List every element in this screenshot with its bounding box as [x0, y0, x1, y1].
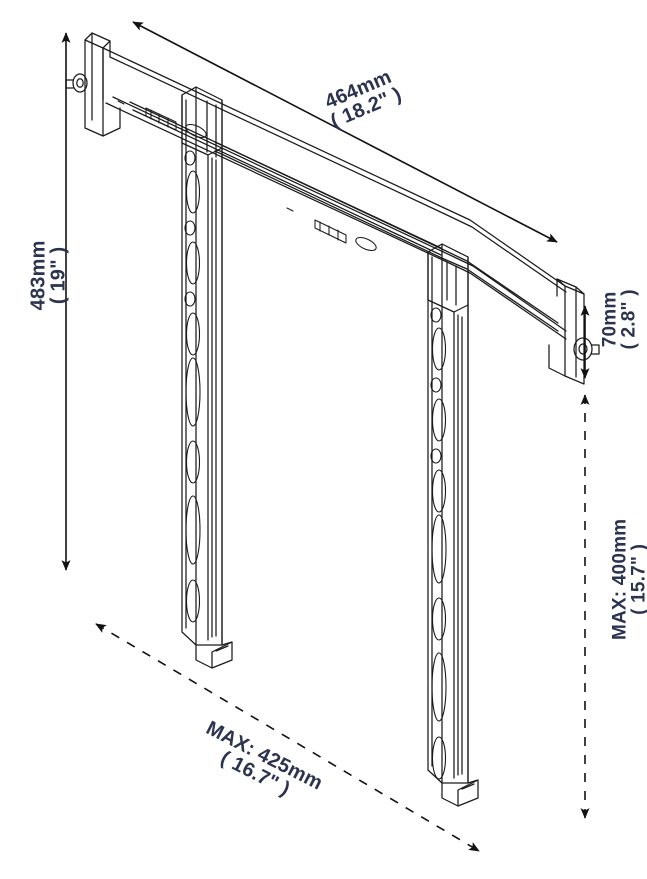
right-end-cap: [548, 278, 585, 385]
dimension-lines: [61, 21, 590, 852]
dimension-value-imperial: ( 19" ): [48, 246, 70, 305]
dimension-value-metric: MAX: 400mm: [609, 518, 631, 641]
right-vertical-arm: [427, 243, 479, 807]
left-arm-holes: [184, 150, 201, 623]
dimline-425: [95, 623, 480, 852]
lock-knob: [573, 337, 600, 361]
left-end-cap: [84, 32, 121, 137]
dimension-value-imperial: ( 2.8" ): [619, 289, 640, 350]
dimline-464: [132, 21, 558, 243]
dimension-label-max-400mm: MAX: 400mm ( 15.7" ): [609, 509, 647, 649]
dimension-value-metric: 483mm: [27, 240, 50, 311]
dimension-value-metric: 70mm: [599, 291, 621, 348]
right-arm-holes: [430, 307, 447, 780]
bracket-geometry: [65, 32, 600, 807]
left-bolt-detail: [65, 73, 88, 93]
dimension-label-70mm: 70mm ( 2.8" ): [599, 277, 640, 361]
dimension-value-imperial: ( 15.7" ): [629, 544, 647, 615]
dimension-label-483mm: 483mm ( 19" ): [27, 220, 70, 330]
